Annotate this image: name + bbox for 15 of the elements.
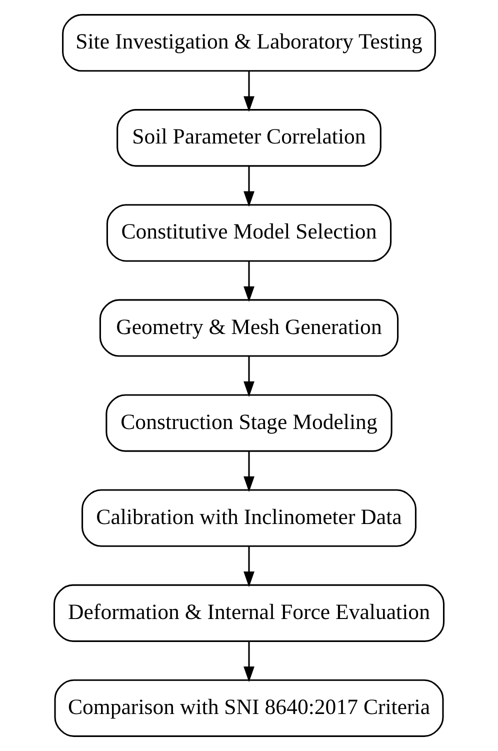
arrow [244,451,254,492]
node-box: Comparison with SNI 8640:2017 Criteria [54,679,444,737]
node-box: Construction Stage Modeling [106,394,392,452]
arrow [244,71,254,112]
node-box: Calibration with Inclinometer Data [82,489,416,547]
arrow [244,546,254,588]
arrow [244,641,254,682]
node-box: Deformation & Internal Force Evaluation [53,584,445,642]
arrow [244,261,254,302]
arrow [244,356,254,397]
node-box: Constitutive Model Selection [106,204,392,262]
node-box: Geometry & Mesh Generation [99,299,399,357]
node-box: Site Investigation & Laboratory Testing [62,14,436,72]
arrow [244,166,254,207]
node-box: Soil Parameter Correlation [116,109,382,167]
